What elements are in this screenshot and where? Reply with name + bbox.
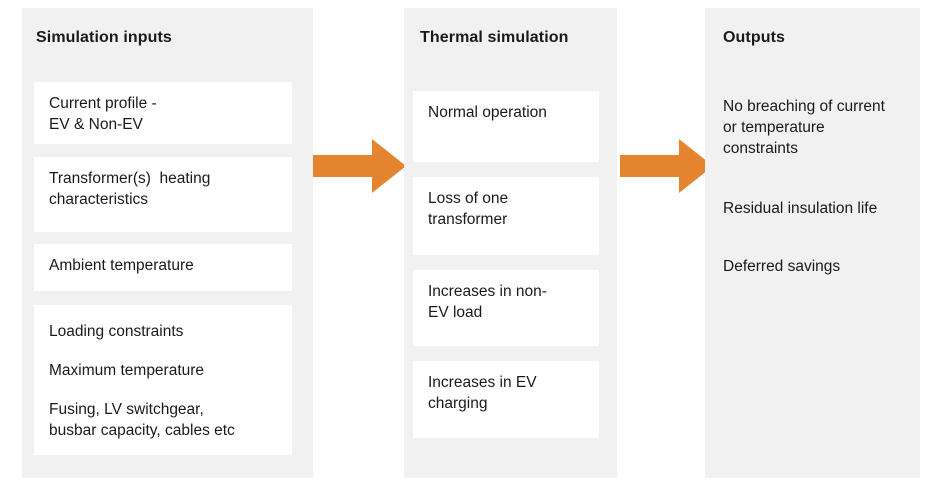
output-item-insulation-life: Residual insulation life xyxy=(723,200,878,217)
panel-outputs: Outputs No breaching of current or tempe… xyxy=(705,8,920,478)
card-normal-operation[interactable]: Normal operation xyxy=(413,91,599,162)
card-ambient-temperature[interactable]: Ambient temperature xyxy=(34,244,292,291)
card-ambient-temperature-text: Ambient temperature xyxy=(49,255,284,276)
card-current-profile-text: Current profile - EV & Non-EV xyxy=(49,93,284,135)
panel-title-outputs: Outputs xyxy=(723,29,786,46)
panel-title-thermal-simulation: Thermal simulation xyxy=(420,29,569,46)
card-line: Increases in non- xyxy=(428,283,547,300)
card-line: Transformer(s) heating xyxy=(49,170,211,187)
arrow-inputs-to-thermal xyxy=(313,139,406,193)
arrow-thermal-to-outputs xyxy=(620,139,713,193)
card-increases-non-ev-load[interactable]: Increases in non- EV load xyxy=(413,270,599,346)
card-transformer-heating-text: Transformer(s) heating characteristics xyxy=(49,168,284,210)
card-line: transformer xyxy=(428,211,508,228)
card-increases-non-ev-load-text: Increases in non- EV load xyxy=(428,281,591,323)
output-item-deferred-savings: Deferred savings xyxy=(723,258,841,275)
card-line: Increases in EV xyxy=(428,374,537,391)
card-line: characteristics xyxy=(49,191,149,208)
card-normal-operation-text: Normal operation xyxy=(428,102,591,123)
card-line: charging xyxy=(428,395,488,412)
card-transformer-heating[interactable]: Transformer(s) heating characteristics xyxy=(34,157,292,232)
card-loading-constraints-line-1: Loading constraints xyxy=(49,323,184,340)
card-loss-of-transformer[interactable]: Loss of one transformer xyxy=(413,177,599,255)
output-item-constraints: No breaching of current or temperature c… xyxy=(723,98,885,157)
card-increases-ev-charging[interactable]: Increases in EV charging xyxy=(413,361,599,438)
card-line: Ambient temperature xyxy=(49,257,194,274)
card-loading-constraints-line-3: Fusing, LV switchgear, busbar capacity, … xyxy=(49,401,235,439)
right-arrow-icon xyxy=(620,139,713,193)
card-line: EV load xyxy=(428,304,483,321)
card-line: Loss of one xyxy=(428,190,509,207)
card-line: Normal operation xyxy=(428,104,547,121)
right-arrow-icon xyxy=(313,139,406,193)
panel-simulation-inputs: Simulation inputs Current profile - EV &… xyxy=(22,8,313,478)
panel-title-simulation-inputs: Simulation inputs xyxy=(36,29,172,46)
panel-thermal-simulation: Thermal simulation Normal operation Loss… xyxy=(404,8,617,478)
card-line: EV & Non-EV xyxy=(49,116,143,133)
card-loss-of-transformer-text: Loss of one transformer xyxy=(428,188,591,230)
card-line: Current profile - xyxy=(49,95,157,112)
card-current-profile[interactable]: Current profile - EV & Non-EV xyxy=(34,82,292,144)
card-loading-constraints[interactable]: Loading constraints Maximum temperature … xyxy=(34,305,292,455)
card-loading-constraints-line-2: Maximum temperature xyxy=(49,362,205,379)
card-increases-ev-charging-text: Increases in EV charging xyxy=(428,372,591,414)
